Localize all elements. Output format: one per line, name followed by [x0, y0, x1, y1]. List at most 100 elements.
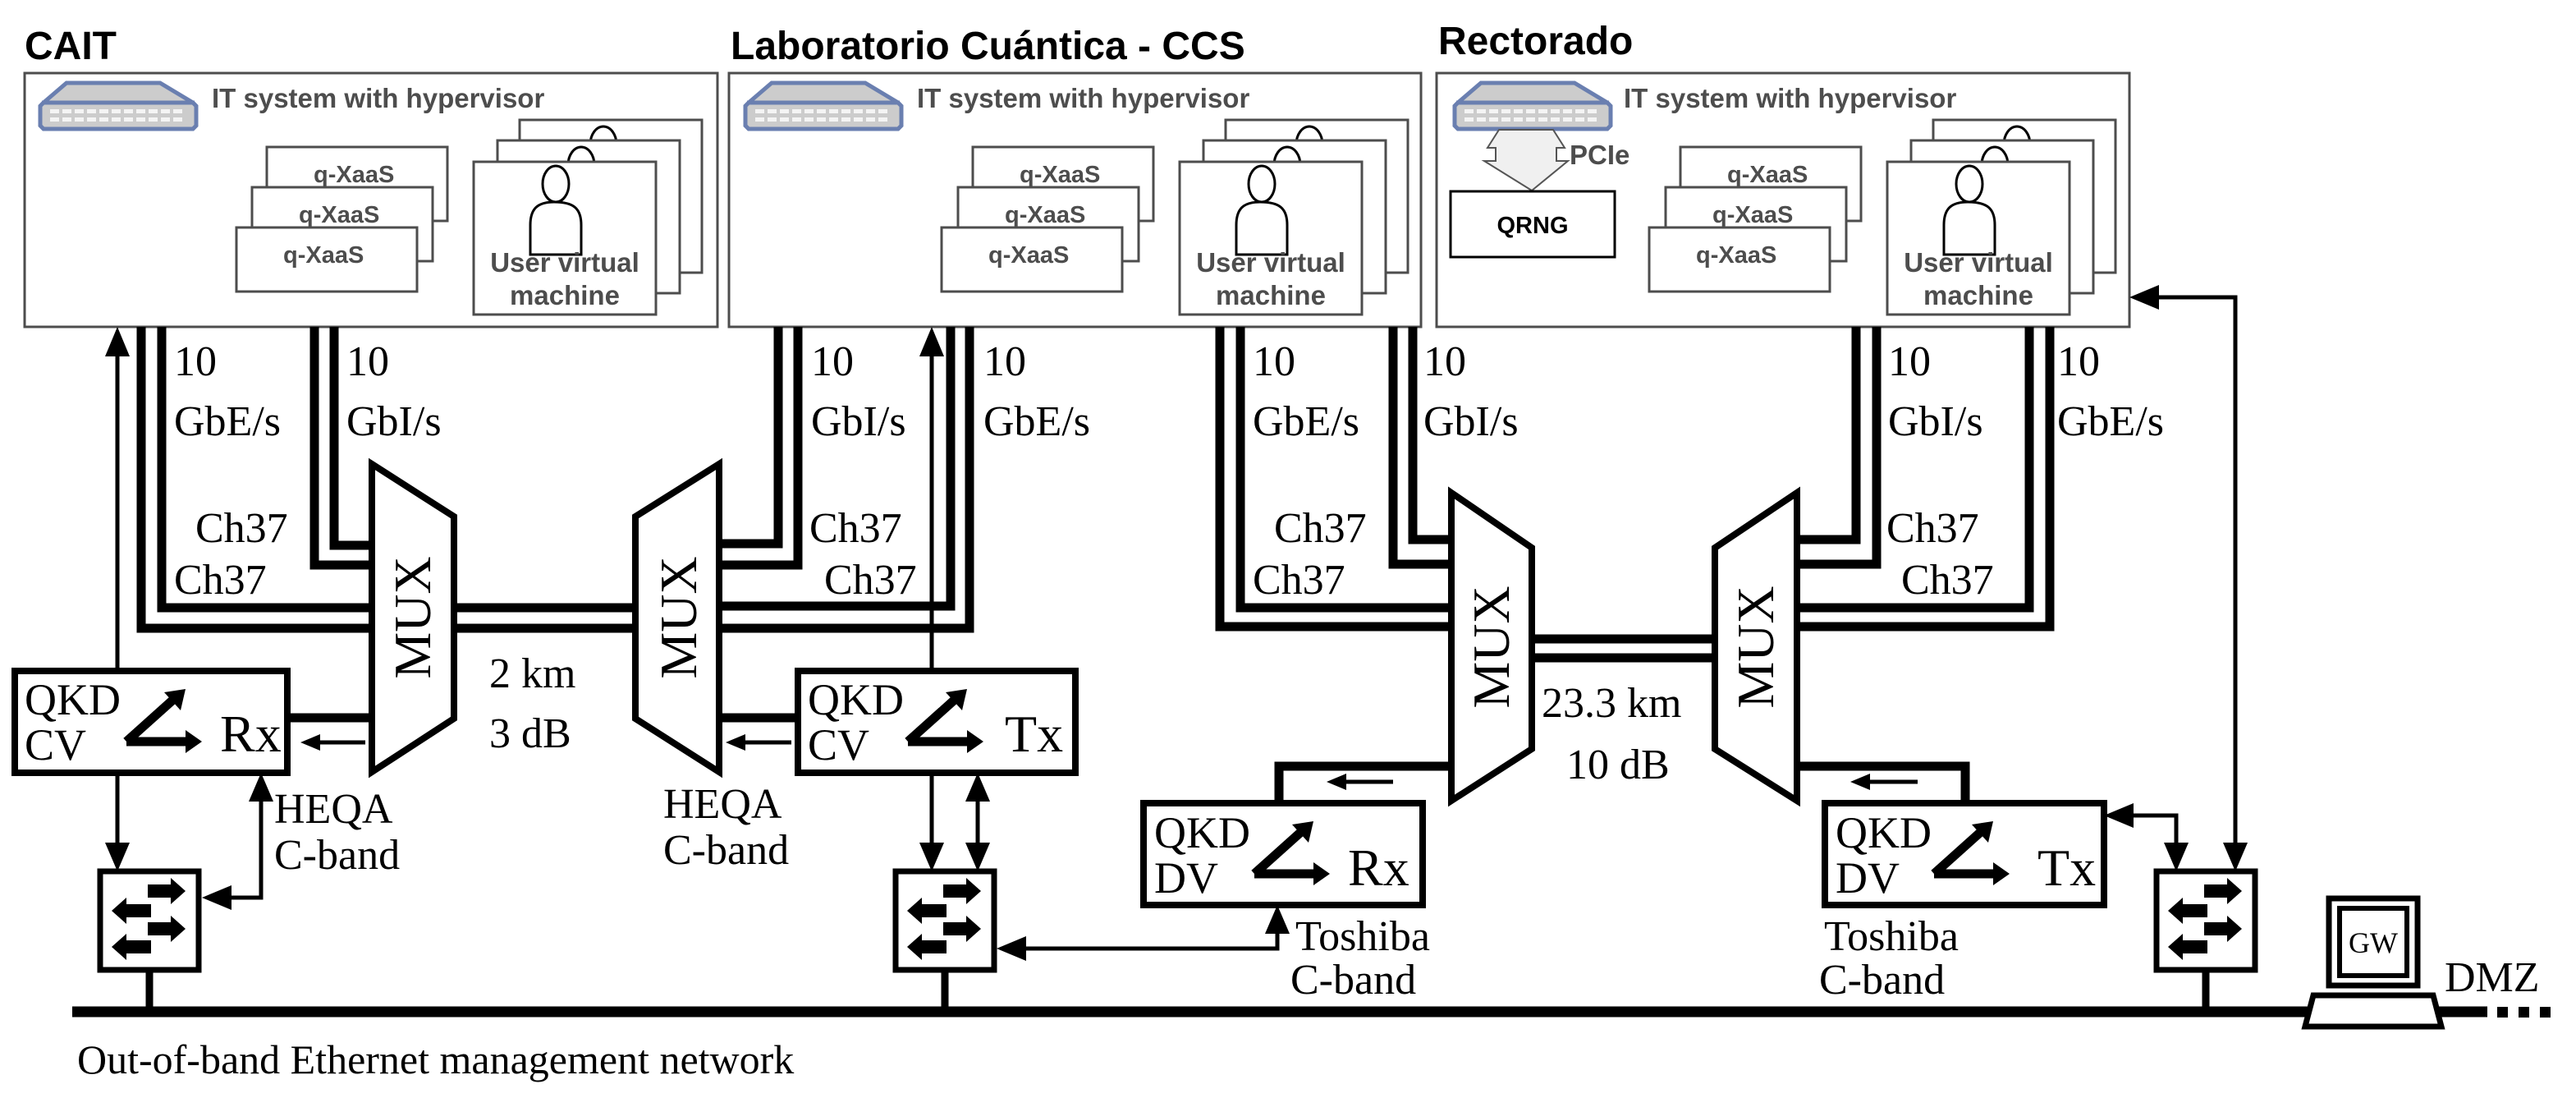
q-xaas-label: q-XaaS: [1727, 162, 1808, 188]
mux-3: MUX: [1448, 486, 1535, 807]
rate-number: 10: [1888, 338, 1931, 385]
site-cait: CAIT IT system with hypervisor q-XaaS q-…: [23, 25, 719, 328]
server-icon: [1455, 83, 1611, 129]
rate-number: 10: [811, 338, 854, 385]
management-network: Out-of-band Ethernet management network: [72, 970, 2551, 1082]
rate-unit: GbI/s: [346, 398, 442, 445]
it-system-label: IT system with hypervisor: [212, 83, 544, 113]
qkd-line2: CV: [808, 720, 869, 770]
fiber-gbi-lab2-outer: [1388, 327, 1451, 569]
fiber-gbe-lab-inner: [719, 327, 956, 611]
q-xaas-label: q-XaaS: [1712, 202, 1793, 228]
site-rectorado: Rectorado IT system with hypervisor PCIe…: [1435, 20, 2131, 328]
qkd-dv-rx: QKD DV Rx Toshiba C-band: [1140, 800, 1430, 1004]
vm-label-line1: User virtual: [1196, 247, 1345, 278]
channel-label: Ch37: [1253, 557, 1345, 604]
channel-label: Ch37: [1901, 557, 1994, 604]
span-distance: 2 km: [489, 650, 575, 697]
span-loss: 10 dB: [1566, 742, 1670, 788]
fiber-gbi-cait-inner: [329, 327, 372, 550]
channel-label: Ch37: [809, 505, 902, 552]
vm-label-line2: machine: [510, 280, 620, 310]
fiber-gbe-lab-outer: [719, 327, 974, 633]
qkd-vendor: Toshiba: [1824, 913, 1959, 960]
rate-unit: GbI/s: [1888, 398, 1983, 445]
quantum-direction-arrows: [300, 734, 1918, 790]
rate-number: 10: [1253, 338, 1295, 385]
fiber-gbi-rect-outer: [1797, 327, 1861, 544]
rate-number: 10: [1423, 338, 1466, 385]
qkd-band: C-band: [274, 832, 400, 879]
qkd-role: Tx: [2037, 838, 2096, 897]
mux-label: MUX: [383, 556, 442, 678]
rate-unit: GbE/s: [983, 398, 1090, 445]
channel-label: Ch37: [195, 505, 288, 552]
rate-number: 10: [2057, 338, 2100, 385]
fiber-gbi-rect-inner: [1797, 327, 1882, 569]
qkd-vendor: Toshiba: [1295, 913, 1430, 960]
fiber-gbe-lab2-inner: [1235, 327, 1451, 613]
dmz-label: DMZ: [2445, 954, 2540, 1001]
qkd-role: Tx: [1005, 705, 1063, 763]
qkd-line2: DV: [1154, 853, 1218, 903]
vm-label-line2: machine: [1216, 280, 1326, 310]
q-xaas-label: q-XaaS: [283, 242, 364, 269]
qkd-role: Rx: [220, 705, 282, 763]
vm-label-line1: User virtual: [1904, 247, 2053, 278]
site-title: CAIT: [25, 25, 117, 68]
mux-label: MUX: [1726, 586, 1785, 708]
site-title: Laboratorio Cuántica - CCS: [731, 25, 1245, 68]
pcie-label: PCIe: [1570, 140, 1629, 170]
rate-unit: GbE/s: [1253, 398, 1359, 445]
qkd-line1: QKD: [25, 675, 121, 724]
qrng-label: QRNG: [1497, 213, 1569, 239]
channel-label: Ch37: [824, 557, 917, 604]
fiber-gbe-lab2-outer: [1215, 327, 1451, 632]
fiber-qkd-dv-rx: [1274, 761, 1451, 803]
channel-label: Ch37: [1886, 505, 1979, 552]
rate-unit: GbI/s: [811, 398, 906, 445]
network-continuation-dots: [2497, 1007, 2551, 1018]
rate-unit: GbE/s: [2057, 398, 2164, 445]
qkd-cv-rx: QKD CV Rx HEQA C-band: [11, 668, 400, 879]
gateway-computer-icon: GW: [2301, 895, 2445, 1030]
network-label: Out-of-band Ethernet management network: [77, 1036, 794, 1082]
server-icon: [40, 83, 196, 129]
mux-4: MUX: [1712, 486, 1800, 807]
q-xaas-label: q-XaaS: [314, 162, 394, 188]
channel-label: Ch37: [174, 557, 267, 604]
fiber-gbe-rect-inner: [1797, 327, 2034, 613]
user-vm-stack: User virtual machine: [1178, 118, 1409, 316]
qkd-line2: CV: [25, 720, 86, 770]
user-vm-stack: User virtual machine: [1886, 118, 2117, 316]
rate-number: 10: [983, 338, 1026, 385]
qkd-role: Rx: [1348, 838, 1409, 897]
it-system-label: IT system with hypervisor: [917, 83, 1249, 113]
site-laboratorio: Laboratorio Cuántica - CCS IT system wit…: [727, 25, 1423, 328]
fiber-links: [136, 327, 2055, 803]
q-xaas-label: q-XaaS: [1020, 162, 1100, 188]
mux-2: MUX: [632, 457, 722, 779]
ethernet-switch-icon: [2157, 871, 2255, 970]
user-vm-stack: User virtual machine: [472, 118, 704, 316]
fiber-gbi-lab2-inner: [1408, 327, 1451, 544]
gateway-label: GW: [2349, 926, 2398, 959]
fiber-gbe-cait-outer: [136, 327, 372, 633]
ethernet-switch-icon: [100, 871, 199, 970]
channel-label: Ch37: [1274, 505, 1367, 552]
rate-number: 10: [346, 338, 389, 385]
qkd-vendor: HEQA: [274, 786, 393, 833]
qkd-line1: QKD: [1836, 808, 1932, 857]
server-icon: [745, 83, 901, 129]
fiber-gbi-lab-inner: [719, 327, 803, 570]
fiber-gbe-cait-inner: [157, 327, 372, 613]
q-xaas-label: q-XaaS: [1696, 242, 1776, 269]
qkd-band: C-band: [1819, 957, 1945, 1004]
qkd-vendor: HEQA: [663, 781, 782, 828]
qrng-box: [1449, 190, 1616, 259]
rate-unit: GbI/s: [1423, 398, 1519, 445]
qkd-cv-tx: QKD CV Tx HEQA C-band: [663, 668, 1079, 874]
it-system-label: IT system with hypervisor: [1624, 83, 1956, 113]
management-wires: [105, 285, 2248, 961]
